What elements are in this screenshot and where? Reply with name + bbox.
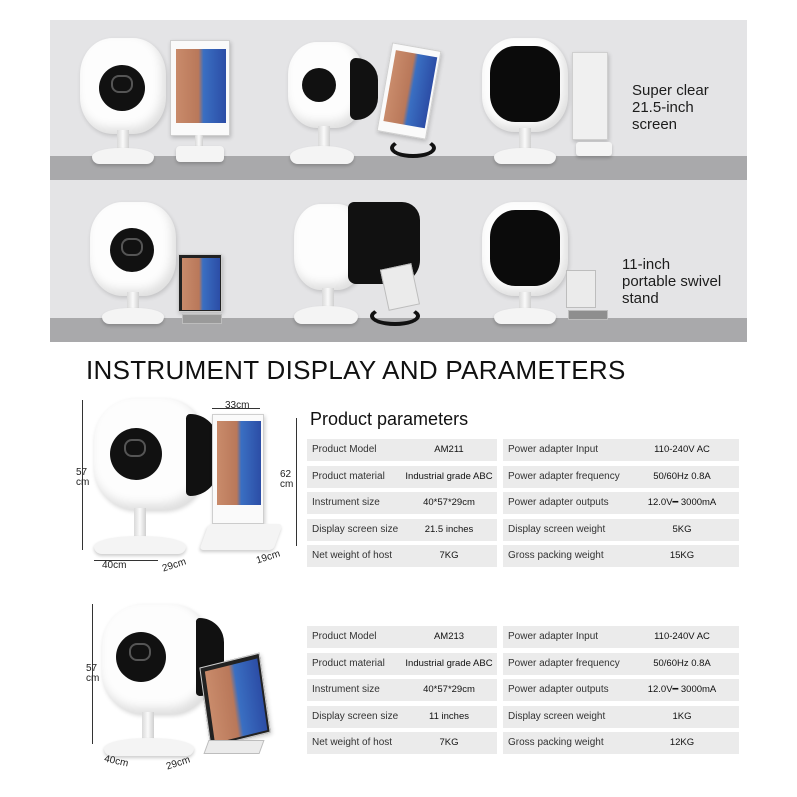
params-table-am213: Product Model AM213 Power adapter Input … xyxy=(307,626,739,759)
display-screen xyxy=(170,40,230,136)
swivel-stand xyxy=(566,270,596,308)
banner-large-screen: Super clear 21.5-inch screen xyxy=(50,20,747,180)
table-row: Product Model AM211 Power adapter Input … xyxy=(307,439,739,466)
width-label: 40cm xyxy=(102,560,127,571)
table-row: Display screen size 11 inches Display sc… xyxy=(307,705,739,733)
table-row: Product Model AM213 Power adapter Input … xyxy=(307,626,739,653)
screen-depth-label: 19cm xyxy=(254,548,282,567)
screen-height-label: 62 cm xyxy=(280,469,294,490)
height-label: 57 cm xyxy=(86,663,100,684)
device-base xyxy=(92,148,154,164)
rotate-arrow-icon xyxy=(370,306,420,326)
table-row: Instrument size 40*57*29cm Power adapter… xyxy=(307,492,739,519)
table-row: Instrument size 40*57*29cm Power adapter… xyxy=(307,679,739,706)
table-row: Display screen size 21.5 inches Display … xyxy=(307,518,739,546)
tablet-screen xyxy=(178,254,222,312)
tablet-screen xyxy=(199,652,271,748)
depth-label: 29cm xyxy=(164,754,192,773)
device-lens xyxy=(99,65,145,111)
section-title: INSTRUMENT DISPLAY AND PARAMETERS xyxy=(86,355,626,385)
banner-portable-stand: 11-inch portable swivel stand xyxy=(50,180,747,342)
table-row: Product material Industrial grade ABC Po… xyxy=(307,465,739,493)
table-row: Net weight of host 7KG Gross packing wei… xyxy=(307,545,739,572)
screen-width-label: 33cm xyxy=(225,400,250,411)
banner-caption: Super clear 21.5-inch screen xyxy=(632,82,709,133)
depth-label: 29cm xyxy=(160,556,188,575)
tilted-screen xyxy=(376,42,442,140)
screen-back xyxy=(572,52,608,140)
floor xyxy=(50,156,747,180)
banner-caption: 11-inch portable swivel stand xyxy=(622,256,722,307)
rotate-arrow-icon xyxy=(390,138,436,158)
params-title: Product parameters xyxy=(310,409,469,429)
params-table-am211: Product Model AM211 Power adapter Input … xyxy=(307,439,739,572)
display-screen xyxy=(212,414,264,524)
height-label: 57 cm xyxy=(76,467,90,488)
table-row: Net weight of host 7KG Gross packing wei… xyxy=(307,732,739,759)
table-row: Product material Industrial grade ABC Po… xyxy=(307,652,739,680)
